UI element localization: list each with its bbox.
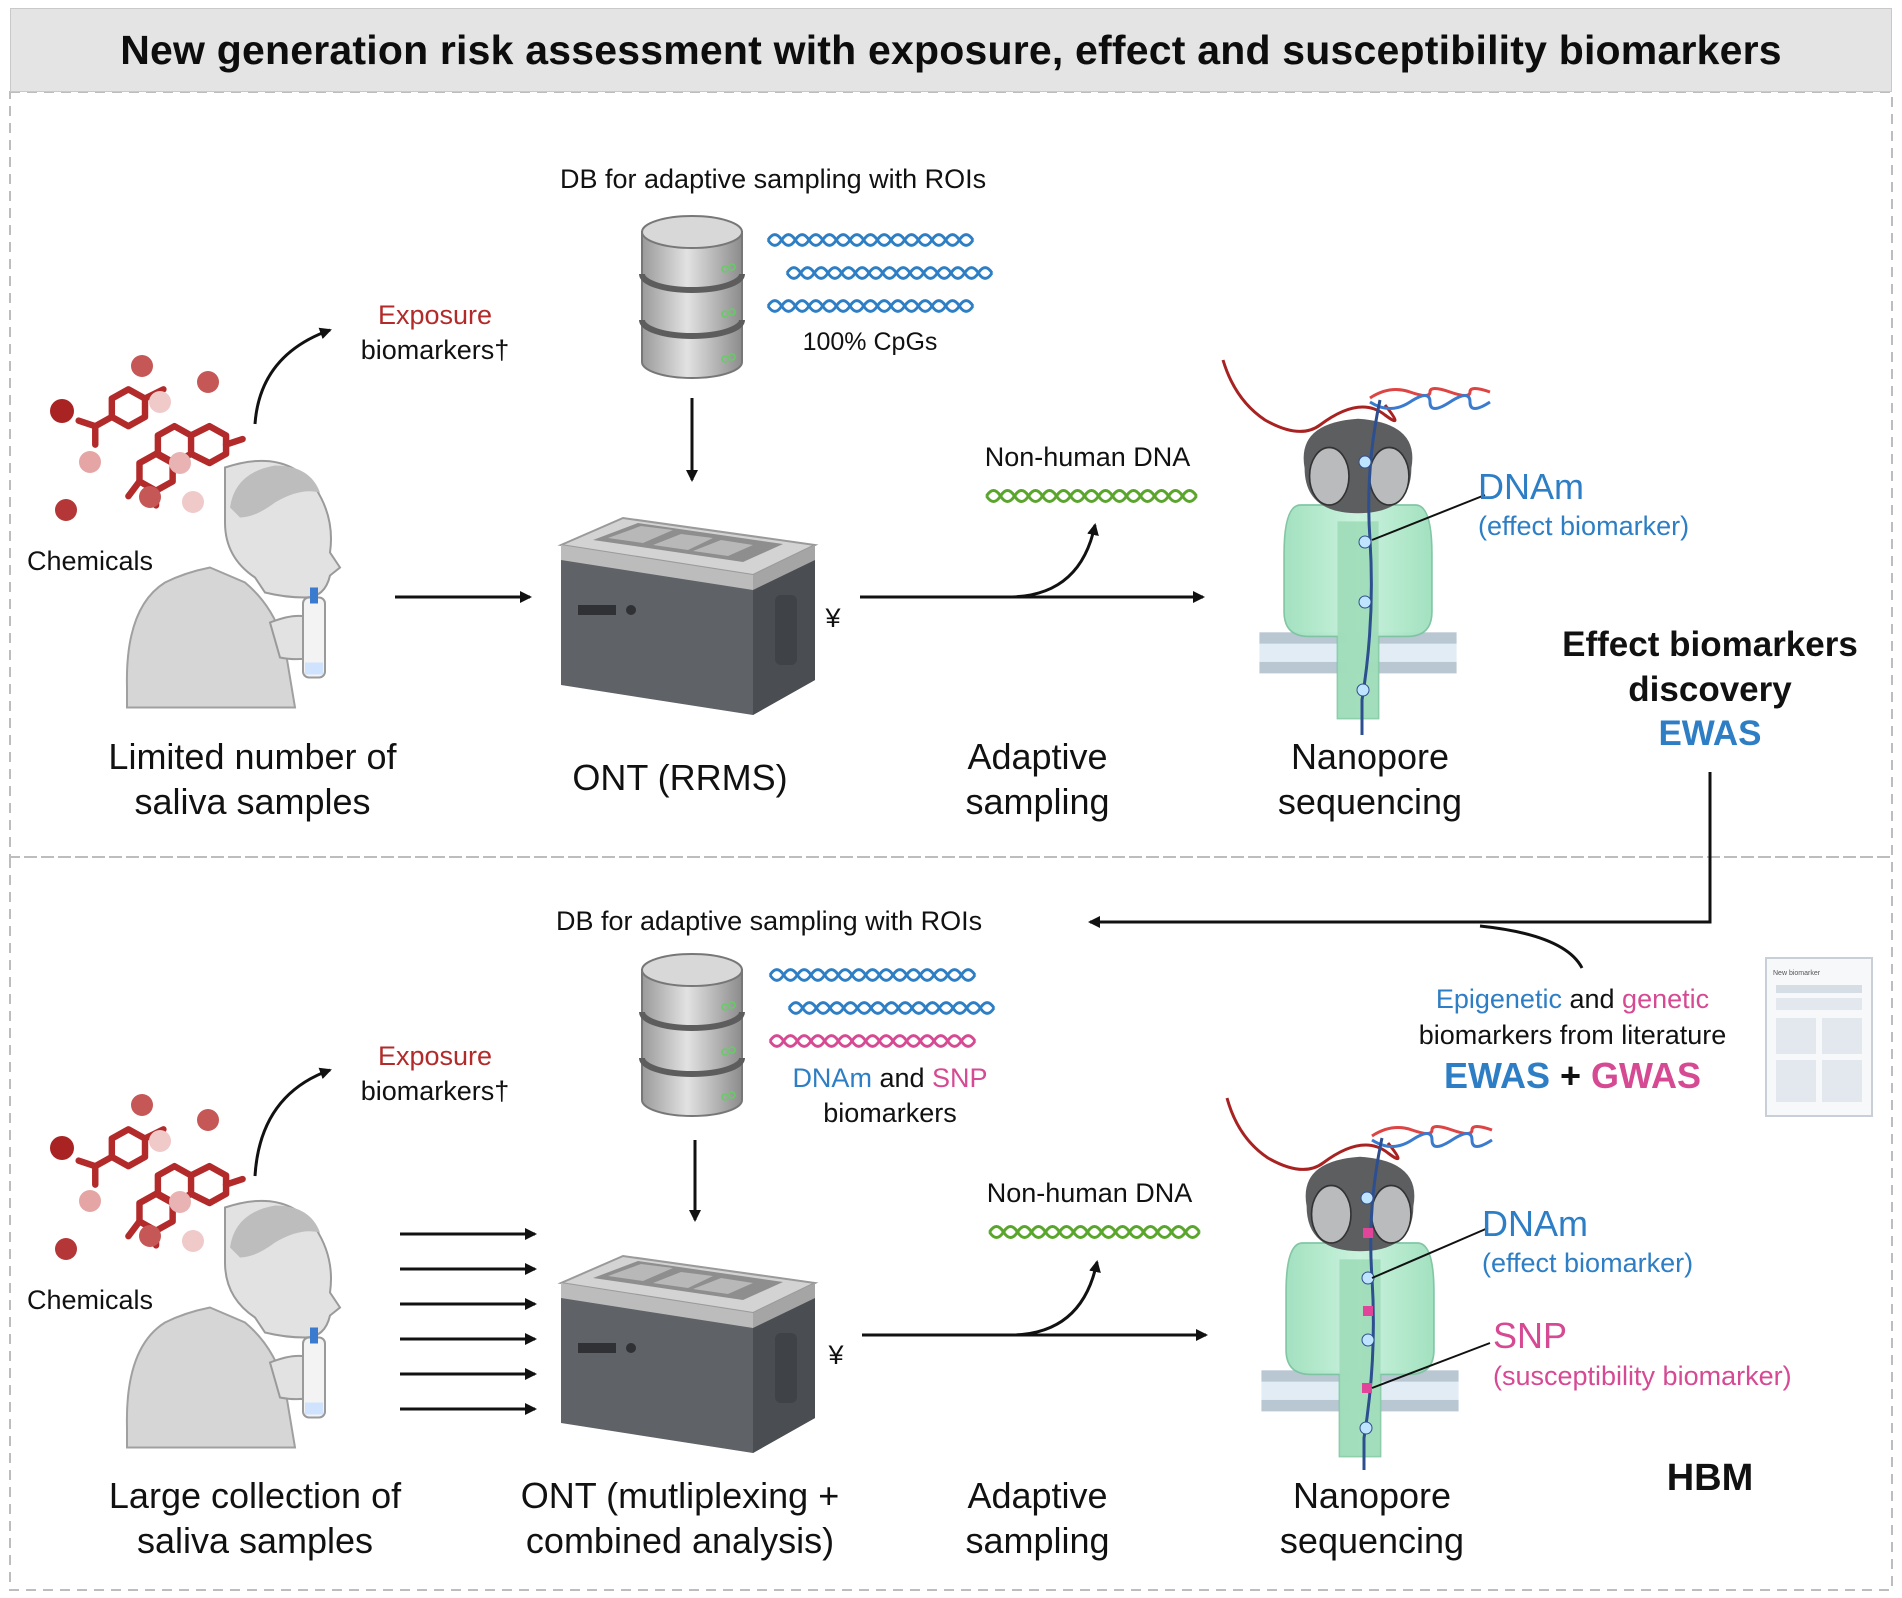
discovery-feedback-arrow — [1088, 772, 1712, 928]
top-adaptive-label-2: sampling — [965, 781, 1110, 822]
literature-line1: Epigenetic and genetic — [1395, 984, 1750, 1016]
paper-header-text: New biomarker — [1773, 970, 1821, 977]
top-samples-label-1: Limited number of — [108, 736, 397, 777]
literature-ewas-gwas: EWAS + GWAS — [1395, 1055, 1750, 1097]
bottom-yen-mark: ¥ — [828, 1340, 844, 1370]
page-title: New generation risk assessment with expo… — [120, 26, 1782, 73]
top-exposure-arrow — [253, 327, 332, 425]
literature-connector-arrow — [1479, 924, 1584, 969]
bottom-snp-sub: (susceptibility biomarker) — [1493, 1361, 1792, 1391]
title-banner: New generation risk assessment with expo… — [10, 8, 1892, 92]
bottom-chemicals-label: Chemicals — [26, 1285, 154, 1315]
bottom-panel-border — [9, 856, 1893, 1591]
top-yen-mark: ¥ — [825, 603, 841, 633]
top-cpg-helices — [766, 233, 994, 313]
literature-epigenetic: Epigenetic — [1435, 984, 1562, 1014]
top-dnam-label: DNAm — [1478, 466, 1584, 507]
bottom-exposure-label: Exposure — [377, 1041, 493, 1071]
bottom-adaptive-label-1: Adaptive — [967, 1475, 1108, 1516]
bottom-snp-label: SNP — [1493, 1315, 1568, 1356]
bottom-nanopore-label-1: Nanopore — [1292, 1475, 1452, 1516]
top-nonhuman-dna-helix — [984, 488, 1199, 504]
top-dnam-sub: (effect biomarker) — [1478, 511, 1690, 541]
bottom-db-caption: DB for adaptive sampling with ROIs — [556, 906, 983, 936]
bottom-ont-device-icon — [560, 1255, 816, 1454]
literature-gwas: GWAS — [1591, 1055, 1702, 1096]
bottom-adaptive-label-2: sampling — [965, 1520, 1110, 1561]
bottom-dnam-sub: (effect biomarker) — [1482, 1248, 1694, 1278]
top-samples-label-2: saliva samples — [134, 781, 371, 822]
top-nanopore-label-1: Nanopore — [1290, 736, 1450, 777]
bottom-samples-label-1: Large collection of — [108, 1475, 402, 1516]
top-chemicals — [50, 355, 243, 521]
top-nonhuman-dna-label: Non-human DNA — [984, 442, 1191, 472]
bottom-samples-label-2: saliva samples — [136, 1520, 374, 1561]
bottom-device-label-2: combined analysis) — [525, 1520, 835, 1561]
bottom-chemicals — [50, 1094, 243, 1260]
bottom-biomarker-snp: SNP — [932, 1063, 988, 1093]
top-device-label: ONT (RRMS) — [572, 757, 788, 798]
bottom-dnam-label: DNAm — [1482, 1203, 1588, 1244]
bottom-biomarker-and: and — [879, 1063, 925, 1093]
top-db-caption: DB for adaptive sampling with ROIs — [560, 164, 987, 194]
top-nanopore-label-2: sequencing — [1277, 781, 1463, 822]
bottom-device-label-1: ONT (mutliplexing + — [520, 1475, 840, 1516]
top-exposure-sub: biomarkers† — [360, 335, 510, 365]
literature-and: and — [1569, 984, 1615, 1014]
top-chemicals-label: Chemicals — [26, 546, 154, 576]
discovery-label-2: discovery — [1628, 670, 1792, 709]
bottom-biomarker-line2: biomarkers — [823, 1098, 957, 1128]
literature-line2: biomarkers from literature — [1418, 1020, 1727, 1050]
top-database-icon — [642, 216, 742, 378]
bottom-database-icon — [642, 954, 742, 1116]
literature-plus: + — [1559, 1055, 1582, 1096]
top-adaptive-label-1: Adaptive — [967, 736, 1108, 777]
discovery-ewas: EWAS — [1658, 714, 1762, 753]
top-nanopore-icon — [1221, 359, 1491, 735]
bottom-adaptive-branch-arrow — [862, 1260, 1101, 1337]
literature-paper-icon: New biomarker — [1765, 957, 1873, 1117]
top-cpg-caption: 100% CpGs — [802, 328, 938, 356]
top-ont-device-icon — [560, 517, 816, 716]
hbm-label: HBM — [1666, 1457, 1754, 1499]
bottom-exposure-sub: biomarkers† — [360, 1076, 510, 1106]
bottom-roi-helices — [768, 968, 996, 1048]
bottom-nanopore-icon — [1225, 1097, 1493, 1470]
literature-genetic: genetic — [1622, 984, 1710, 1014]
bottom-nonhuman-dna-label: Non-human DNA — [986, 1178, 1193, 1208]
bottom-multiplex-arrows — [400, 1228, 537, 1415]
top-adaptive-branch-arrow — [860, 523, 1099, 599]
bottom-nanopore-label-2: sequencing — [1279, 1520, 1465, 1561]
bottom-nonhuman-dna-helix — [987, 1224, 1202, 1240]
bottom-biomarker-caption: DNAm and SNP — [790, 1063, 990, 1095]
literature-ewas: EWAS — [1443, 1055, 1550, 1096]
discovery-label-1: Effect biomarkers — [1562, 625, 1858, 664]
bottom-exposure-arrow — [253, 1067, 332, 1177]
top-exposure-label: Exposure — [377, 300, 493, 330]
bottom-biomarker-dnam: DNAm — [792, 1063, 872, 1093]
